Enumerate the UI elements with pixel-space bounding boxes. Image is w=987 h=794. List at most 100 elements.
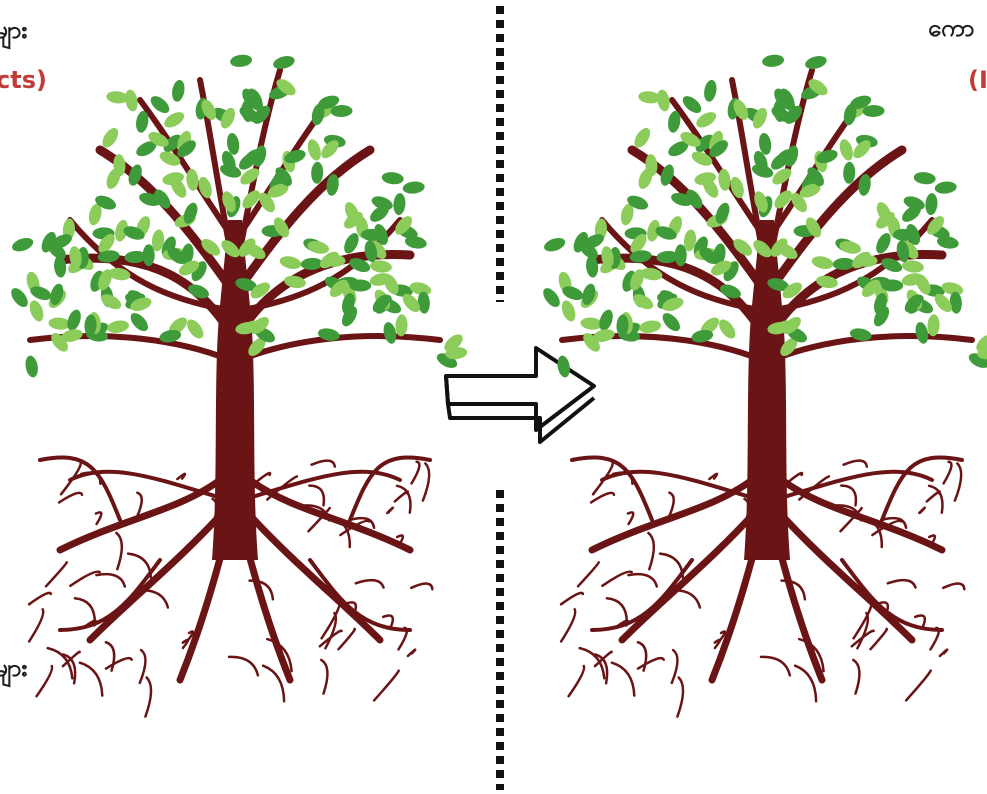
root-tendril (759, 655, 792, 677)
branch (137, 97, 237, 243)
root-tendril (927, 534, 937, 548)
leaf (130, 297, 152, 312)
leaf (557, 355, 570, 378)
root-tendril (59, 462, 82, 496)
leaf (372, 294, 391, 313)
leaf (674, 244, 687, 267)
leaf (48, 317, 71, 330)
leaf (445, 347, 468, 360)
leaf (977, 347, 987, 360)
root-tendril (567, 664, 586, 698)
leaf (573, 231, 588, 253)
leaf (108, 267, 131, 281)
leaf (221, 240, 240, 258)
branch (55, 253, 240, 345)
root-tendril (248, 579, 275, 601)
leaf (715, 202, 730, 224)
leaf (660, 164, 674, 186)
leaf (344, 233, 359, 254)
leaf (300, 257, 323, 270)
root-tendril (176, 472, 187, 481)
root-tendril (913, 614, 927, 628)
root-tendril (395, 484, 412, 514)
leaf (630, 269, 644, 291)
root-tendril (421, 462, 431, 502)
leaf (601, 246, 614, 269)
leaf (782, 282, 803, 299)
root (600, 469, 762, 502)
leaf (671, 192, 693, 206)
root-tendril (240, 499, 254, 540)
leaf (198, 176, 212, 199)
root-tendril (842, 459, 869, 468)
root-tendril (27, 591, 53, 606)
leaf (638, 91, 661, 104)
leaf (620, 203, 634, 226)
root-tendril (927, 484, 944, 514)
leaf (850, 95, 872, 110)
left-bottom-label: များ (0, 654, 28, 682)
leaf (409, 282, 432, 296)
root-tendril (35, 664, 54, 698)
trunk (744, 220, 790, 560)
root-tendril (310, 459, 337, 468)
leaf (583, 234, 604, 249)
leaf (317, 328, 340, 341)
leaf (67, 309, 81, 331)
leaf (583, 332, 600, 352)
leaf (839, 241, 862, 254)
arrow-right-icon (444, 346, 596, 444)
root-tendril (593, 650, 613, 668)
root-tendril (115, 531, 124, 571)
leaf (164, 112, 185, 128)
leaf (683, 229, 697, 252)
left-top-label: များ (0, 16, 28, 44)
leaf (267, 183, 289, 198)
root-tendril (605, 597, 629, 624)
branch (669, 97, 769, 243)
left-top-english-label: cts) (0, 66, 47, 94)
leaf (159, 329, 182, 343)
root-tendril (44, 561, 68, 588)
leaf (733, 238, 753, 256)
leaf (593, 329, 615, 342)
root-tendril (713, 638, 722, 650)
leaf (881, 279, 904, 292)
root-tendril (793, 664, 818, 703)
root-tendril (410, 582, 434, 591)
root-tendril (138, 648, 147, 685)
leaf (853, 140, 871, 159)
root-tendril (144, 676, 153, 718)
leaf (816, 275, 838, 289)
root-tendril (953, 462, 963, 502)
leaf (50, 283, 64, 306)
leaf (98, 233, 115, 254)
leaf (230, 54, 253, 67)
root (772, 469, 934, 502)
root-tendril (626, 511, 635, 526)
leaf (248, 337, 266, 357)
root-tendril (79, 471, 102, 485)
leaf (242, 190, 260, 209)
leaf (934, 181, 957, 194)
root-tendril (95, 572, 127, 588)
leaf (668, 141, 689, 157)
root-tendril (666, 491, 675, 521)
leaf (402, 293, 420, 313)
leaf (580, 317, 603, 330)
leaf (645, 154, 658, 177)
leaf (730, 176, 744, 199)
leaf (816, 149, 838, 164)
leaf (902, 205, 921, 222)
leaf (925, 193, 938, 216)
root-tendril (589, 491, 616, 504)
root-tendril (340, 601, 358, 612)
root-tendril (339, 519, 371, 537)
root-tendril (261, 664, 286, 703)
root-tendril (786, 471, 804, 484)
leaf (201, 99, 216, 120)
leaf (656, 250, 679, 264)
root-tendril (337, 627, 357, 651)
branch (599, 217, 763, 313)
